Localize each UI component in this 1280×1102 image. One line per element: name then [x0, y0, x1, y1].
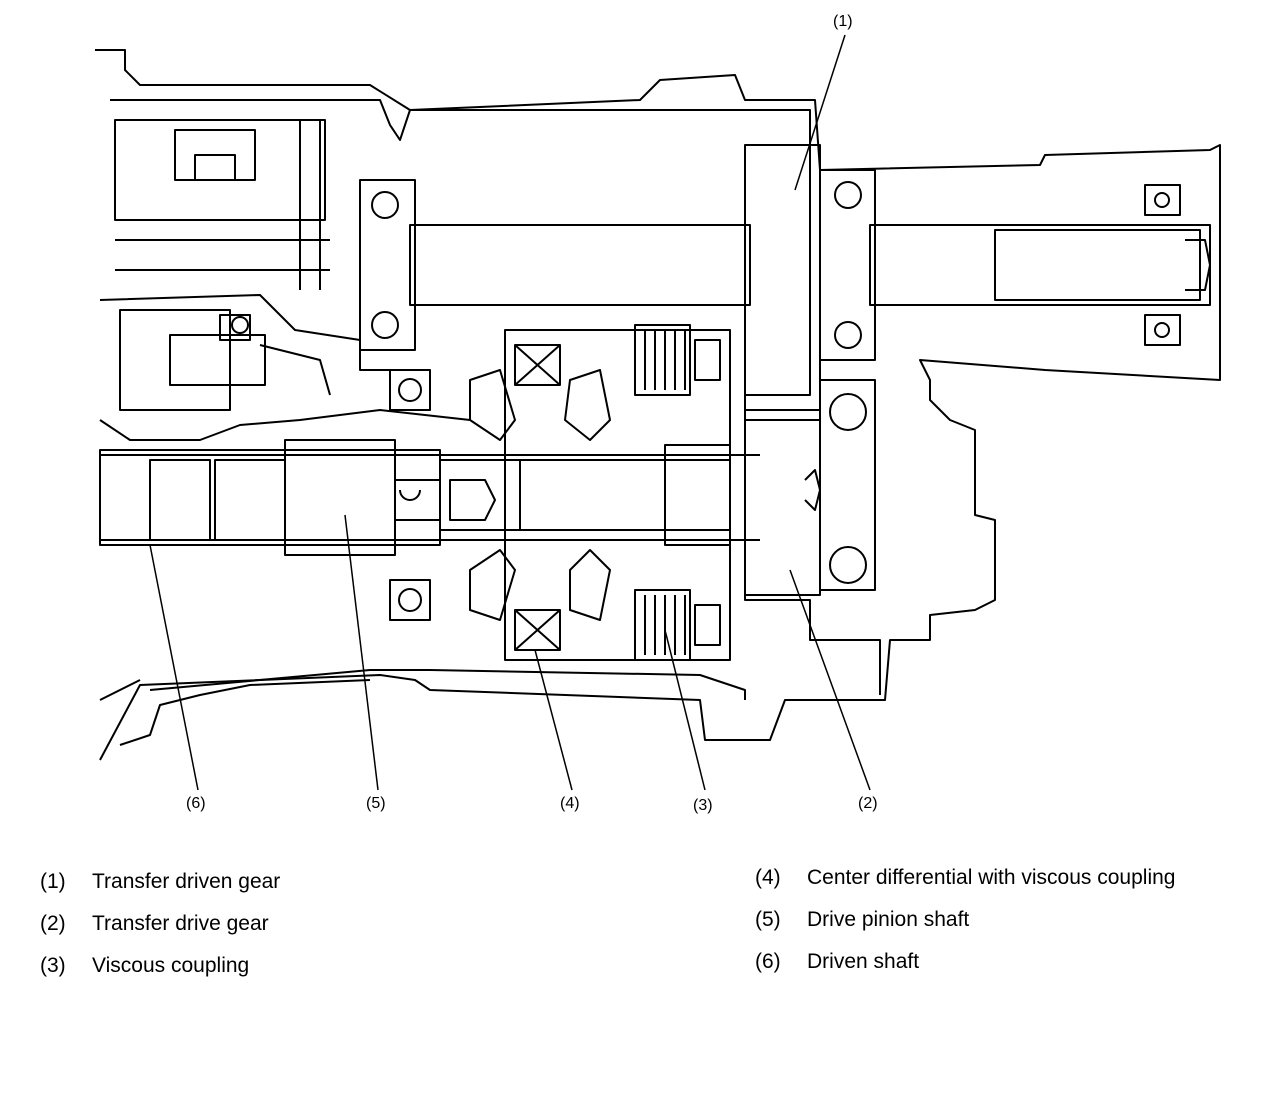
- leader-lines: [149, 34, 871, 791]
- output-shaft: [409, 224, 751, 306]
- callout-5: (5): [366, 795, 386, 812]
- shift-assembly: [99, 119, 471, 441]
- legend-item: (5) Drive pinion shaft: [755, 908, 969, 932]
- housing-inner-outline: [110, 99, 881, 700]
- legend-number: (6): [755, 950, 781, 973]
- output-shaft-spline: [1185, 239, 1211, 291]
- callout-3: (3): [693, 797, 713, 814]
- transfer-driven-gear: [744, 144, 821, 411]
- legend-item: (1) Transfer driven gear: [40, 870, 280, 894]
- callout-6: (6): [186, 795, 206, 812]
- legend-number: (3): [40, 954, 66, 977]
- legend-text: Drive pinion shaft: [807, 908, 970, 931]
- callout-2: (2): [858, 795, 878, 812]
- transfer-drive-gear: [744, 419, 821, 596]
- shaft-end-cap: [449, 479, 496, 521]
- viscous-coupling: [634, 324, 721, 661]
- legend-number: (2): [40, 912, 66, 935]
- legend-text: Viscous coupling: [92, 954, 250, 977]
- legend-text: Driven shaft: [807, 950, 920, 973]
- housing-lower-lip: [99, 679, 371, 746]
- legend-item: (6) Driven shaft: [755, 950, 919, 974]
- callout-1: (1): [833, 13, 853, 30]
- shaft-segment: [214, 459, 286, 541]
- legend-item: (4) Center differential with viscous coup…: [755, 866, 1175, 890]
- legend-text: Transfer drive gear: [92, 912, 269, 935]
- output-shaft-tip: [994, 229, 1201, 301]
- housing-outline: [95, 49, 1221, 761]
- center-differential: [469, 329, 731, 661]
- callout-4: (4): [560, 795, 580, 812]
- drive-pinion-shaft: [284, 439, 396, 556]
- bearings: [359, 169, 1181, 621]
- legend-item: (2) Transfer drive gear: [40, 912, 269, 936]
- legend-number: (4): [755, 866, 781, 889]
- shaft-segment: [149, 459, 211, 541]
- output-shaft-extension: [869, 224, 1211, 306]
- legend-item: (3) Viscous coupling: [40, 954, 249, 978]
- transfer-cross-section-diagram: [95, 34, 1221, 791]
- shaft-end-cap: [394, 479, 441, 521]
- gear-notch: [804, 469, 821, 511]
- legend-text: Transfer driven gear: [92, 870, 281, 893]
- legend-text: Center differential with viscous couplin…: [807, 866, 1176, 889]
- legend-number: (1): [40, 870, 66, 893]
- legend-number: (5): [755, 908, 781, 931]
